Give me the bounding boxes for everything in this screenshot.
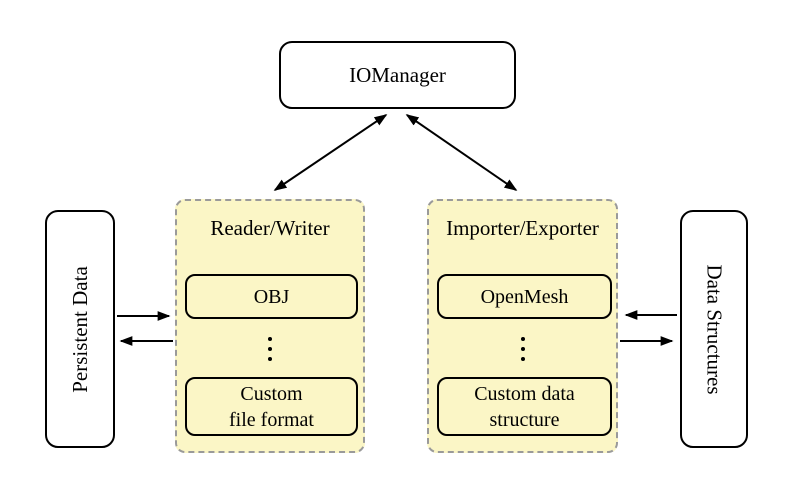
ellipsis-dot xyxy=(268,357,272,361)
ellipsis-dot xyxy=(268,347,272,351)
persistent-data-node: Persistent Data xyxy=(45,210,115,448)
ellipsis-dot xyxy=(520,347,525,351)
ellipsis-dot xyxy=(520,357,525,361)
data-structures-label: Data Structures xyxy=(702,263,727,395)
iomanager-node: IOManager xyxy=(279,41,516,109)
reader-writer-title: Reader/Writer xyxy=(210,216,330,240)
vertical-ellipsis xyxy=(177,325,363,373)
persistent-data-label: Persistent Data xyxy=(67,265,92,393)
ellipsis-dot xyxy=(268,337,272,341)
data-structures-node: Data Structures xyxy=(680,210,748,448)
iomanager-label: IOManager xyxy=(349,62,446,87)
importer-exporter-title: Importer/Exporter xyxy=(446,216,599,240)
reader-writer-panel: Reader/Writer OBJ Custom file format xyxy=(175,199,365,453)
importer-exporter-panel: Importer/Exporter OpenMesh Custom data s… xyxy=(427,199,618,453)
openmesh-node: OpenMesh xyxy=(437,274,612,319)
vertical-ellipsis xyxy=(429,325,616,373)
custom-data-structure-node: Custom data structure xyxy=(437,377,612,436)
ellipsis-dot xyxy=(520,337,525,341)
arrow-iomanager-readerwriter xyxy=(273,114,388,191)
obj-node: OBJ xyxy=(185,274,358,319)
arrow-iomanager-importerexporter xyxy=(405,114,518,191)
custom-file-format-node: Custom file format xyxy=(185,377,358,436)
